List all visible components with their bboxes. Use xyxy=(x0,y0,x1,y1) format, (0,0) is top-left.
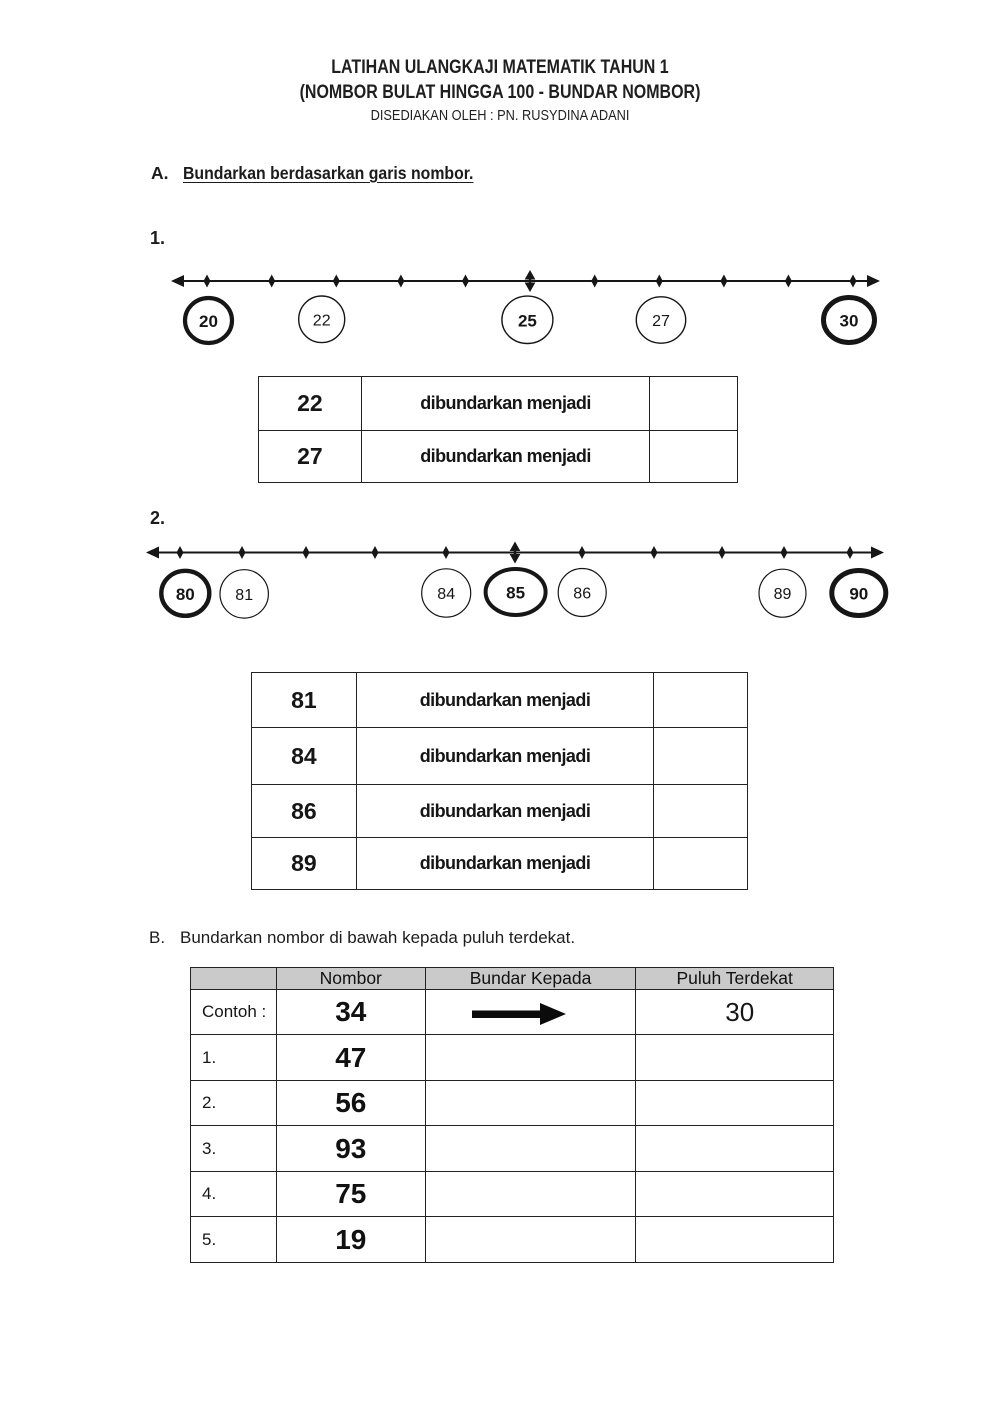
answer-cell[interactable] xyxy=(653,784,748,838)
answer-cell[interactable] xyxy=(635,1216,834,1263)
header-puluh-terdekat: Puluh Terdekat xyxy=(635,967,834,990)
result-value: 30 xyxy=(635,989,834,1035)
number-line-1-circles: 20 22 25 27 30 xyxy=(182,295,877,346)
table-row: 89 dibundarkan menjadi xyxy=(251,837,748,890)
number-line-1: 20 22 25 27 30 xyxy=(171,269,880,346)
round-number: 89 xyxy=(251,837,357,890)
row-label: 5. xyxy=(190,1216,277,1263)
row-label: Contoh : xyxy=(190,989,277,1035)
tick-marks xyxy=(203,274,857,288)
section-a-heading: Bundarkan berdasarkan garis nombor. xyxy=(183,163,474,183)
round-label: dibundarkan menjadi xyxy=(360,376,651,431)
circle-84: 84 xyxy=(437,586,455,603)
exercise-1-table: 22 dibundarkan menjadi 27 dibundarkan me… xyxy=(258,376,738,483)
answer-cell[interactable] xyxy=(424,1171,637,1217)
answer-cell[interactable] xyxy=(653,672,748,728)
section-a-label: A. xyxy=(151,163,169,183)
round-number: 84 xyxy=(251,727,357,785)
right-arrowhead-icon xyxy=(867,275,880,287)
circle-89: 89 xyxy=(774,586,792,603)
circle-90: 90 xyxy=(849,585,868,604)
row-number: 19 xyxy=(275,1216,426,1263)
worksheet-subtitle: (NOMBOR BULAT HINGGA 100 - BUNDAR NOMBOR… xyxy=(299,82,701,103)
table-header-row: Nombor Bundar Kepada Puluh Terdekat xyxy=(190,967,834,990)
round-label: dibundarkan menjadi xyxy=(355,672,655,728)
header-nombor: Nombor xyxy=(275,967,426,990)
worksheet-author: DISEDIAKAN OLEH : PN. RUSYDINA ADANI xyxy=(370,107,630,124)
row-label: 4. xyxy=(190,1171,277,1217)
round-label: dibundarkan menjadi xyxy=(355,784,655,838)
answer-cell[interactable] xyxy=(653,727,748,785)
table-row: 84 dibundarkan menjadi xyxy=(251,727,748,785)
circle-80: 80 xyxy=(176,585,195,604)
answer-cell[interactable] xyxy=(653,837,748,890)
row-number: 56 xyxy=(275,1080,426,1126)
section-b-heading: Bundarkan nombor di bawah kepada puluh t… xyxy=(180,928,576,947)
answer-cell[interactable] xyxy=(635,1171,834,1217)
answer-cell[interactable] xyxy=(635,1034,834,1081)
table-row-example: Contoh : 34 30 xyxy=(190,989,834,1035)
table-row: 3. 93 xyxy=(190,1125,834,1172)
answer-cell[interactable] xyxy=(635,1125,834,1172)
arrow-cell xyxy=(424,989,637,1035)
exercise-1-marker: 1. xyxy=(150,228,166,248)
answer-cell[interactable] xyxy=(424,1034,637,1081)
circle-22: 22 xyxy=(313,312,331,329)
table-row: 2. 56 xyxy=(190,1080,834,1126)
updown-arrow-icon xyxy=(509,541,521,564)
round-label: dibundarkan menjadi xyxy=(355,837,655,890)
table-row: 86 dibundarkan menjadi xyxy=(251,784,748,838)
right-arrow-icon xyxy=(471,1002,566,1025)
answer-cell[interactable] xyxy=(424,1216,637,1263)
exercise-2-table: 81 dibundarkan menjadi 84 dibundarkan me… xyxy=(251,672,748,890)
row-label: 3. xyxy=(190,1125,277,1172)
table-row: 5. 19 xyxy=(190,1216,834,1263)
section-b-table: Nombor Bundar Kepada Puluh Terdekat Cont… xyxy=(190,967,834,1263)
updown-arrow-icon xyxy=(524,269,536,293)
circle-30: 30 xyxy=(840,312,859,331)
answer-cell[interactable] xyxy=(635,1080,834,1126)
circle-81: 81 xyxy=(235,587,253,604)
circle-20: 20 xyxy=(199,312,218,331)
section-b-label: B. xyxy=(149,928,166,947)
table-row: 22 dibundarkan menjadi xyxy=(258,376,738,431)
number-line-2-circles: 80 81 84 85 86 89 90 xyxy=(159,567,889,619)
row-number: 75 xyxy=(275,1171,426,1217)
header-empty xyxy=(190,967,277,990)
round-number: 22 xyxy=(258,376,362,431)
answer-cell[interactable] xyxy=(649,430,738,483)
circle-86: 86 xyxy=(573,586,591,603)
answer-cell[interactable] xyxy=(424,1125,637,1172)
round-label: dibundarkan menjadi xyxy=(355,727,655,785)
table-row: 27 dibundarkan menjadi xyxy=(258,430,738,483)
round-number: 86 xyxy=(251,784,357,838)
row-label: 1. xyxy=(190,1034,277,1081)
answer-cell[interactable] xyxy=(424,1080,637,1126)
answer-cell[interactable] xyxy=(649,376,738,431)
right-arrowhead-icon xyxy=(871,546,884,559)
table-row: 81 dibundarkan menjadi xyxy=(251,672,748,728)
row-label: 2. xyxy=(190,1080,277,1126)
left-arrowhead-icon xyxy=(146,546,159,559)
worksheet-title: LATIHAN ULANGKAJI MATEMATIK TAHUN 1 xyxy=(331,57,669,78)
round-number: 27 xyxy=(258,430,362,483)
circle-27: 27 xyxy=(652,313,670,330)
exercise-2-marker: 2. xyxy=(150,508,166,528)
circle-25: 25 xyxy=(518,311,537,330)
round-number: 81 xyxy=(251,672,357,728)
header-bundar-kepada: Bundar Kepada xyxy=(424,967,637,990)
left-arrowhead-icon xyxy=(171,275,184,287)
table-row: 4. 75 xyxy=(190,1171,834,1217)
row-number: 34 xyxy=(275,989,426,1035)
tick-marks xyxy=(176,546,854,559)
round-label: dibundarkan menjadi xyxy=(360,430,651,483)
row-number: 47 xyxy=(275,1034,426,1081)
number-line-2: 80 81 84 85 86 89 90 xyxy=(146,541,889,619)
circle-85: 85 xyxy=(506,584,525,603)
row-number: 93 xyxy=(275,1125,426,1172)
table-row: 1. 47 xyxy=(190,1034,834,1081)
